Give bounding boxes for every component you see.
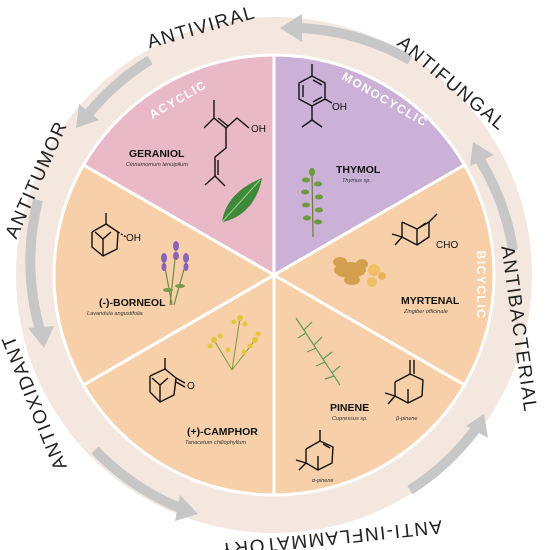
myrtenal-source: Zingiber officinale (403, 309, 448, 315)
beta-pinene-label: β-pinene (395, 416, 418, 422)
tansy-flowers-icon (207, 315, 261, 371)
category-bicyclic: BICYCLIC (474, 251, 488, 320)
geraniol-group: OH GERANIOL Cinnamomum tenuipilum (126, 100, 266, 223)
camphor-group: O (+)-CAMPHOR Tanacetum chiliophyllum (149, 315, 261, 446)
arrow-bottom-left (91, 446, 182, 513)
myrtenal-structure: CHO (391, 213, 458, 251)
pinene-source: Cupressus sp. (332, 416, 368, 422)
thyme-sprig-icon (301, 168, 323, 238)
arrowhead-left (28, 326, 54, 348)
arrowhead-bottom-left (175, 495, 198, 521)
arrowhead-bottom-right (466, 414, 488, 438)
arrow-top (299, 23, 413, 65)
cycle-arrows (25, 23, 518, 513)
geraniol-name: GERANIOL (129, 148, 185, 160)
borneol-source: Lavandula angustifolia (87, 311, 143, 317)
sector-borneol (52, 162, 277, 388)
thymol-oh: OH (332, 102, 347, 113)
myrtenal-name: MYRTENAL (401, 295, 460, 307)
arrow-heads (28, 14, 494, 521)
borneol-group: OH (-)-BORNEOL Lavandula angustifolia (87, 213, 189, 317)
borneol-name: (-)-BORNEOL (99, 297, 166, 309)
bay-leaf-icon (221, 178, 262, 223)
pinene-group: β-pinene PINENE Cupressus sp. α-pinene (295, 317, 424, 484)
thymol-source: Thymus sp. (342, 178, 371, 184)
lavender-icon (161, 241, 189, 306)
arrowhead-top (280, 14, 302, 42)
geraniol-structure: OH (203, 100, 266, 187)
geraniol-source: Cinnamomum tenuipilum (126, 162, 188, 168)
cypress-sprig-icon (295, 317, 341, 386)
myrtenal-cho: CHO (436, 240, 458, 251)
camphor-structure: O (149, 358, 195, 403)
ginger-root-icon (333, 257, 386, 287)
arrowhead-top-left (76, 104, 99, 128)
thymol-structure: OH (298, 64, 347, 128)
camphor-o: O (187, 381, 195, 392)
thymol-group: OH THYMOL Thymus sp. (298, 64, 381, 238)
alpha-pinene-label: α-pinene (312, 478, 333, 484)
arrow-left (25, 198, 45, 332)
camphor-name: (+)-CAMPHOR (187, 426, 258, 438)
arrow-bottom-right (407, 426, 479, 495)
arrow-right (475, 157, 518, 251)
sector-pinene (272, 272, 467, 497)
sector-camphor (81, 272, 276, 497)
borneol-structure: OH (91, 213, 141, 257)
thymol-name: THYMOL (336, 164, 381, 176)
sector-thymol (272, 53, 467, 278)
arrowhead-right (470, 142, 494, 166)
geraniol-oh: OH (251, 124, 266, 135)
camphor-source: Tanacetum chiliophyllum (185, 440, 246, 446)
beta-pinene-structure: β-pinene (384, 360, 424, 422)
pinene-name: PINENE (330, 402, 369, 414)
alpha-pinene-structure: α-pinene (295, 430, 334, 484)
myrtenal-group: CHO MYRTENAL Zingiber officinale (333, 213, 460, 315)
borneol-oh: OH (126, 233, 141, 244)
